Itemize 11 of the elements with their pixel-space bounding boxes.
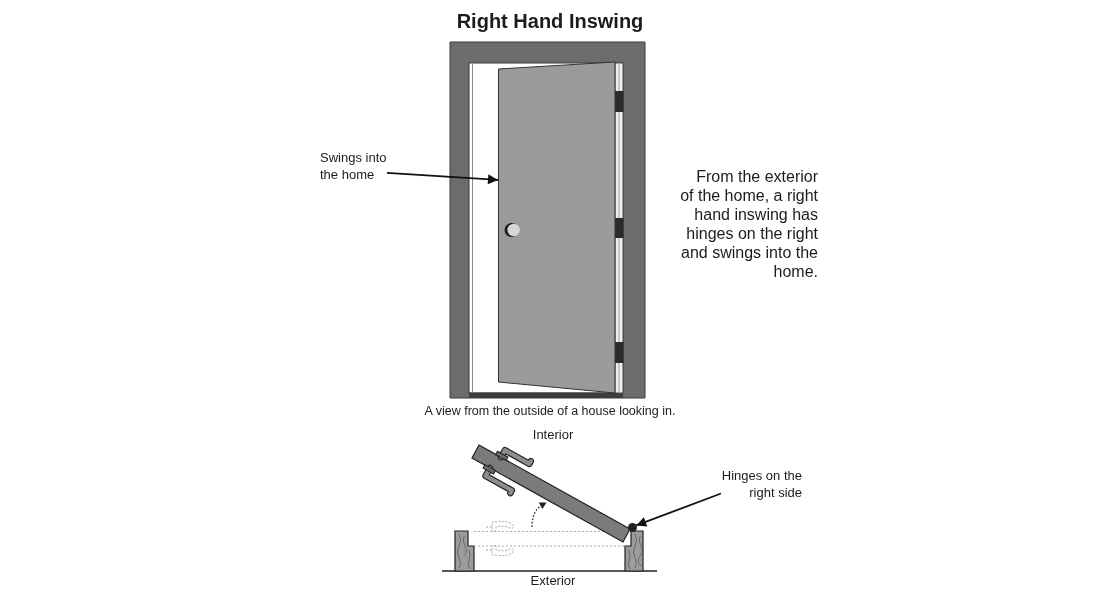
- side-label: Interior: [532, 427, 574, 443]
- hinge-dot: [627, 522, 637, 532]
- leader-arrow: [386, 171, 499, 185]
- side-label: Exterior: [530, 573, 576, 589]
- door-leaf: [498, 61, 616, 395]
- callout-text: Swings into the home: [320, 149, 387, 183]
- description-text: From the exterior of the home, a right hand inswing has hinges on the right and swings into the home.: [679, 166, 818, 281]
- title: Right Hand Inswing: [456, 9, 644, 33]
- callout-text: Hinges on the right side: [721, 467, 802, 501]
- leader-arrow: [635, 492, 722, 527]
- caption: A view from the outside of a house looking in.: [424, 403, 676, 419]
